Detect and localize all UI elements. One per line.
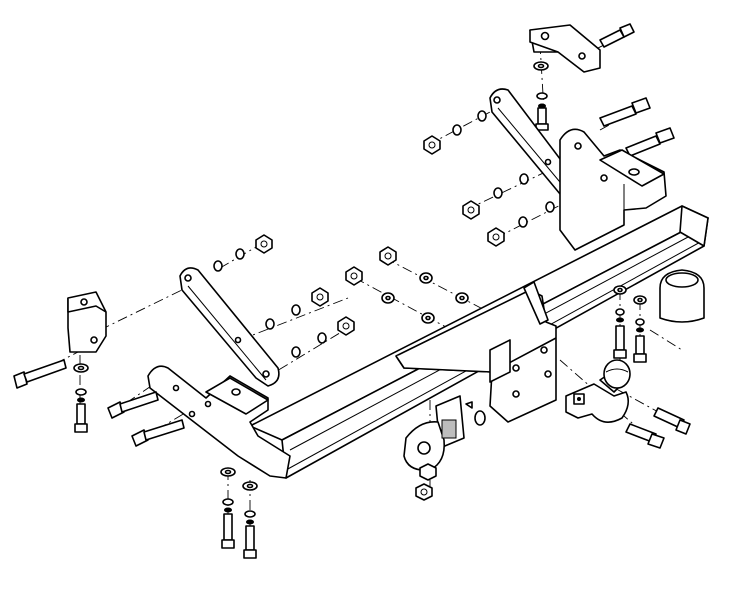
right-frame-plate [559, 128, 667, 251]
left-bracket [67, 291, 107, 353]
left-side-arm [179, 267, 280, 387]
right-vertical-fasteners [613, 285, 647, 363]
upper-right-bracket [529, 23, 635, 73]
left-frame-bolts [107, 391, 185, 447]
upper-bracket-fasteners [533, 61, 549, 131]
ball-cover-cap [659, 269, 705, 323]
tow-ball [565, 359, 631, 423]
bottom-left-fasteners [220, 467, 258, 559]
left-arm-fasteners [213, 234, 355, 358]
right-arm-fasteners [423, 97, 675, 247]
socket-plate [403, 395, 486, 501]
tow-ball-bolts [625, 407, 691, 449]
center-mount-plate [395, 281, 557, 423]
left-bracket-fasteners [13, 359, 89, 433]
left-frame-plate [147, 365, 291, 479]
center-fasteners [345, 246, 469, 324]
